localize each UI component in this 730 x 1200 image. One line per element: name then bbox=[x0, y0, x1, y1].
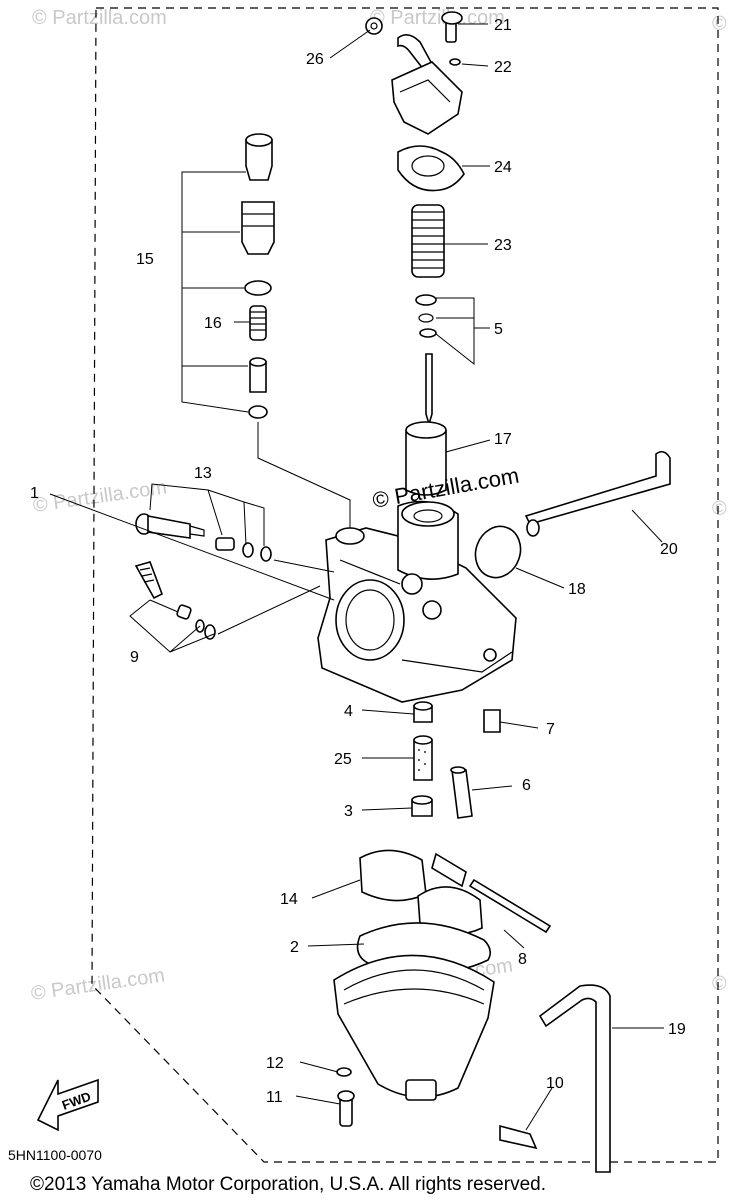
watermark-faint-edge: © bbox=[712, 13, 727, 35]
throttle-stop-screw-set bbox=[134, 561, 216, 640]
needle-set bbox=[415, 294, 437, 427]
callout-13: 13 bbox=[194, 465, 212, 482]
spring bbox=[411, 204, 445, 278]
callout-25: 25 bbox=[334, 751, 352, 768]
callout-9: 9 bbox=[130, 649, 139, 666]
callout-1: 1 bbox=[30, 485, 39, 502]
drain-hose bbox=[538, 984, 611, 1173]
watermark-faint-edge: © bbox=[712, 973, 727, 995]
copyright-footer: ©2013 Yamaha Motor Corporation, U.S.A. A… bbox=[30, 1174, 546, 1195]
callout-21: 21 bbox=[494, 17, 512, 34]
callout-3: 3 bbox=[344, 803, 353, 820]
callout-16: 16 bbox=[204, 315, 222, 332]
bracket-15 bbox=[181, 171, 249, 413]
float-assembly bbox=[359, 849, 552, 935]
callouts: 1 2 3 4 5 6 7 8 9 10 11 12 13 14 15 16 1… bbox=[30, 17, 686, 1106]
callout-11: 11 bbox=[266, 1089, 283, 1106]
watermark-faint: © Partzilla.com bbox=[32, 7, 167, 29]
callout-17: 17 bbox=[494, 431, 512, 448]
callout-20: 20 bbox=[660, 541, 678, 558]
callout-14: 14 bbox=[280, 891, 298, 908]
watermark-faint: © Partzilla.com bbox=[370, 7, 505, 29]
callout-2: 2 bbox=[290, 939, 299, 956]
watermark-faint-edge: © bbox=[712, 498, 727, 520]
bracket-9 bbox=[129, 599, 215, 653]
assembly-boundary bbox=[91, 7, 719, 1163]
callout-26: 26 bbox=[306, 51, 324, 68]
jets bbox=[411, 701, 501, 819]
o-ring bbox=[474, 525, 522, 579]
callout-12: 12 bbox=[266, 1055, 284, 1072]
air-vent-hose bbox=[524, 450, 671, 537]
callout-8: 8 bbox=[518, 951, 527, 968]
carburetor-body bbox=[317, 500, 517, 703]
top-cover-assembly bbox=[365, 11, 465, 192]
callout-18: 18 bbox=[568, 581, 586, 598]
starter-plunger-set bbox=[241, 133, 275, 419]
callout-4: 4 bbox=[344, 703, 353, 720]
float-chamber bbox=[333, 954, 495, 1101]
callout-6: 6 bbox=[522, 777, 531, 794]
callout-15: 15 bbox=[136, 251, 154, 268]
callout-7: 7 bbox=[546, 721, 555, 738]
diagram-code: 5HN1100-0070 bbox=[8, 1147, 102, 1163]
leader-lines bbox=[49, 23, 664, 1131]
callout-24: 23 bbox=[494, 237, 512, 254]
throttle-valve bbox=[405, 421, 447, 496]
callout-5: 5 bbox=[494, 321, 503, 338]
fwd-arrow-icon: FWD bbox=[36, 1078, 99, 1132]
bracket-13 bbox=[149, 483, 265, 546]
chamber-screws bbox=[336, 1067, 538, 1150]
pilot-screw-set bbox=[135, 513, 272, 562]
callout-10: 10 bbox=[546, 1075, 564, 1092]
watermark-faint: © Partzilla.com bbox=[32, 476, 169, 517]
callout-22: 22 bbox=[494, 59, 512, 76]
watermark-faint: © Partzilla.com bbox=[30, 964, 167, 1005]
callout-23: 24 bbox=[494, 159, 512, 176]
callout-19: 19 bbox=[668, 1021, 686, 1038]
